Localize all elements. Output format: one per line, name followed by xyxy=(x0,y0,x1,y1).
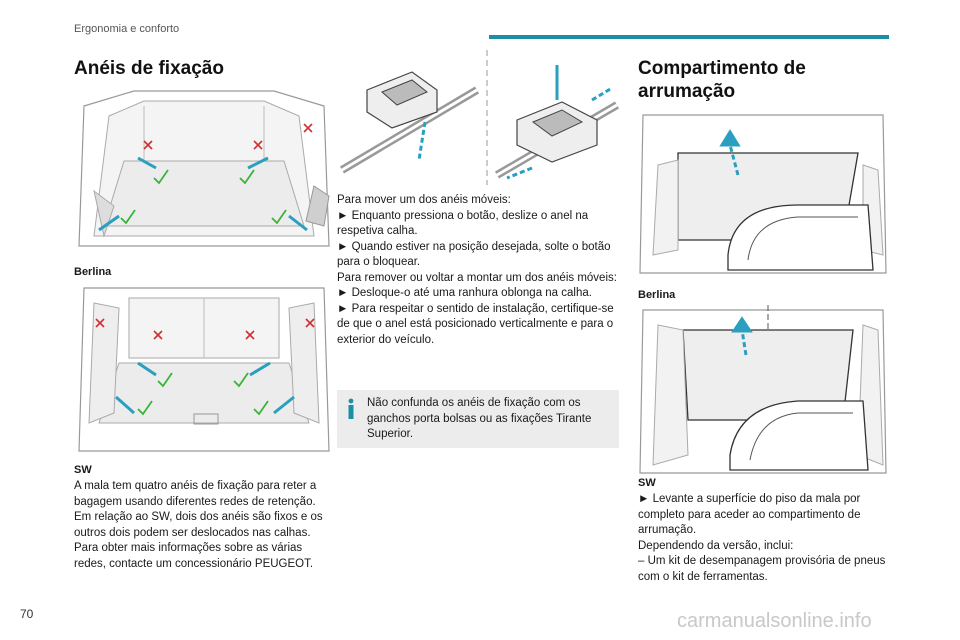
page-number: 70 xyxy=(20,607,34,621)
instruction-line: ► Enquanto pressiona o botão, deslize o … xyxy=(337,209,589,238)
caption-storage-sedan: Berlina xyxy=(638,289,676,301)
info-icon xyxy=(348,398,354,419)
running-header: Ergonomia e conforto xyxy=(74,23,180,35)
illustration-sedan-storage xyxy=(638,105,888,275)
caption-sw: SW xyxy=(74,464,92,476)
instruction-line: Para mover um dos anéis móveis: xyxy=(337,194,511,206)
instruction-line: ► Levante a superfície do piso da mala p… xyxy=(638,493,861,536)
instruction-line: Para remover ou voltar a montar um dos a… xyxy=(337,271,617,284)
section-title-fixing-rings: Anéis de fixação xyxy=(74,58,224,79)
instruction-line: ► Para respeitar o sentido de instalação… xyxy=(337,302,614,346)
illustration-sw-storage xyxy=(638,305,888,475)
header-accent-bar xyxy=(489,35,889,39)
watermark-text: carmanualsonline.info xyxy=(677,610,872,632)
sedan-storage-drawing xyxy=(639,114,887,274)
sw-trunk-drawing xyxy=(78,287,330,452)
illustration-sliding-ring xyxy=(337,50,619,185)
instruction-line: – Um kit de desempanagem provisória de p… xyxy=(638,555,886,583)
instruction-line: Dependendo da versão, inclui: xyxy=(638,539,794,552)
caption-storage-sw: SW xyxy=(638,477,656,489)
instruction-line: ► Quando estiver na posição desejada, so… xyxy=(337,240,611,269)
storage-instructions: ► Levante a superfície do piso da mala p… xyxy=(638,492,890,585)
sedan-trunk-drawing xyxy=(78,90,330,247)
illustration-sedan-trunk-rings xyxy=(74,86,334,254)
instruction-line: ► Desloque-o até uma ranhura oblonga na … xyxy=(337,287,592,299)
sw-storage-drawing xyxy=(639,305,887,474)
section-title-storage: Compartimento de arrumação xyxy=(638,58,806,102)
info-note: Não confunda os anéis de fixação com os … xyxy=(337,390,619,448)
fixing-rings-description: A mala tem quatro anéis de fixação para … xyxy=(74,480,323,570)
note-text: Não confunda os anéis de fixação com os … xyxy=(367,397,592,440)
sliding-ring-drawing xyxy=(339,50,619,185)
illustration-sw-trunk-rings xyxy=(74,283,334,455)
caption-sedan: Berlina xyxy=(74,266,112,278)
moving-rings-instructions: Para mover um dos anéis móveis: ► Enquan… xyxy=(337,193,619,348)
